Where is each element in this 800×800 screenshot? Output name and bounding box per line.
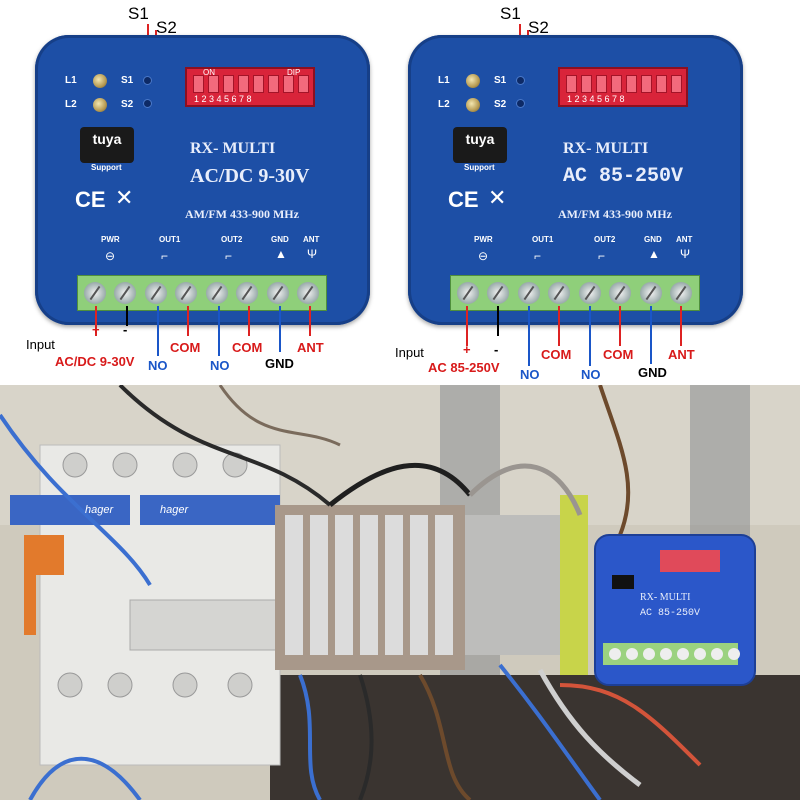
no1-label: NO: [148, 358, 168, 373]
tuya-logo: tuya: [80, 127, 134, 163]
installation-photo-drawing: RX- MULTI AC 85-250V hager hager: [0, 385, 800, 800]
terminal-block: [450, 275, 700, 311]
supply-label: AC 85-250V: [428, 360, 500, 375]
installation-photo: RX- MULTI AC 85-250V hager hager: [0, 385, 800, 800]
ce-mark: CE: [448, 187, 479, 212]
diagram-ac: S1 S2 L1 L2 S1 S2 1 2 3 4 5 6 7 8 tuya S…: [395, 0, 800, 385]
breaker-brand: hager: [85, 504, 114, 516]
com1-label: COM: [170, 340, 201, 355]
s2-button: [143, 99, 152, 108]
input-label: Input: [26, 337, 55, 352]
com2-label: COM: [603, 347, 634, 362]
breaker-brand-2: hager: [160, 504, 189, 516]
plus-label: +: [92, 322, 100, 337]
no1-label: NO: [520, 367, 540, 382]
out1-label: OUT1: [532, 235, 554, 244]
relay-symbol-icon: ⌐: [598, 249, 606, 263]
com2-label: COM: [232, 340, 263, 355]
s1-switch-label: S1: [494, 75, 507, 86]
s2-switch-label: S2: [494, 99, 507, 110]
weee-bin-icon: ✕: [115, 185, 134, 210]
weee-bin-icon: ✕: [488, 185, 507, 210]
diagram-dc: S1 S2 L1 L2 S1 S2 ON DIP 1 2 3 4 5 6 7 8…: [0, 0, 400, 385]
out2-label: OUT2: [221, 235, 243, 244]
dip-on-label: ON: [203, 68, 215, 77]
led-l2: [93, 98, 107, 112]
ant-wire-label: ANT: [297, 340, 324, 355]
photo-model-text: RX- MULTI: [640, 592, 690, 603]
supply-label: AC/DC 9-30V: [55, 354, 135, 369]
dip-numbers: 1 2 3 4 5 6 7 8: [567, 94, 625, 104]
ce-mark: CE: [75, 187, 106, 212]
power-symbol-icon: ⊖: [105, 249, 116, 263]
s1-label: S1: [128, 4, 149, 23]
led-l1: [466, 74, 480, 88]
out2-label: OUT2: [594, 235, 616, 244]
dip-numbers: 1 2 3 4 5 6 7 8: [194, 94, 252, 104]
l1-label: L1: [438, 75, 450, 86]
tuya-logo: tuya: [453, 127, 507, 163]
no2-label: NO: [581, 367, 601, 382]
frequency-label: AM/FM 433-900 MHz: [185, 207, 299, 221]
tuya-support: Support: [91, 163, 122, 172]
minus-label: -: [494, 342, 499, 357]
s1-button: [516, 76, 525, 85]
receiver-module: L1 L2 S1 S2 ON DIP 1 2 3 4 5 6 7 8 tuya …: [35, 35, 370, 325]
ground-symbol-icon: ▲: [275, 247, 287, 261]
relay-symbol-icon: ⌐: [225, 249, 233, 263]
model-name: RX- MULTI: [563, 140, 649, 157]
com1-label: COM: [541, 347, 572, 362]
s1-switch-label: S1: [121, 75, 134, 86]
s1-label: S1: [500, 4, 521, 23]
antenna-symbol-icon: Ψ: [307, 247, 318, 261]
receiver-module: L1 L2 S1 S2 1 2 3 4 5 6 7 8 tuya Support…: [408, 35, 743, 325]
relay-symbol-icon: ⌐: [534, 249, 542, 263]
gnd-label: GND: [644, 235, 662, 244]
led-l2: [466, 98, 480, 112]
out1-label: OUT1: [159, 235, 181, 244]
input-label: Input: [395, 345, 424, 360]
plus-label: +: [463, 342, 471, 357]
frequency-label: AM/FM 433-900 MHz: [558, 207, 672, 221]
ground-symbol-icon: ▲: [648, 247, 660, 261]
minus-label: -: [123, 322, 128, 337]
l2-label: L2: [438, 99, 450, 110]
ant-wire-label: ANT: [668, 347, 695, 362]
relay-symbol-icon: ⌐: [161, 249, 169, 263]
antenna-symbol-icon: Ψ: [680, 247, 691, 261]
s2-switch-label: S2: [121, 99, 134, 110]
model-name: RX- MULTI: [190, 140, 276, 157]
led-l1: [93, 74, 107, 88]
s1-button: [143, 76, 152, 85]
s2-label: S2: [528, 18, 549, 37]
gnd-wire-label: GND: [638, 365, 667, 380]
ant-label: ANT: [303, 235, 320, 244]
ant-label: ANT: [676, 235, 693, 244]
l2-label: L2: [65, 99, 77, 110]
s2-label: S2: [156, 18, 177, 37]
terminal-block: [77, 275, 327, 311]
gnd-label: GND: [271, 235, 289, 244]
pwr-label: PWR: [474, 235, 493, 244]
s2-button: [516, 99, 525, 108]
dip-tag-label: DIP: [287, 68, 301, 77]
dip-switch: ON DIP 1 2 3 4 5 6 7 8: [185, 67, 315, 107]
power-symbol-icon: ⊖: [478, 249, 489, 263]
dip-switch: 1 2 3 4 5 6 7 8: [558, 67, 688, 107]
l1-label: L1: [65, 75, 77, 86]
voltage-label: AC/DC 9-30V: [190, 165, 310, 187]
pwr-label: PWR: [101, 235, 120, 244]
photo-voltage-text: AC 85-250V: [640, 608, 700, 619]
voltage-label: AC 85-250V: [563, 165, 684, 188]
earth-terminal: [560, 495, 588, 675]
no2-label: NO: [210, 358, 230, 373]
tuya-support: Support: [464, 163, 495, 172]
terminal-blocks-white: [465, 515, 570, 655]
gnd-wire-label: GND: [265, 356, 294, 371]
